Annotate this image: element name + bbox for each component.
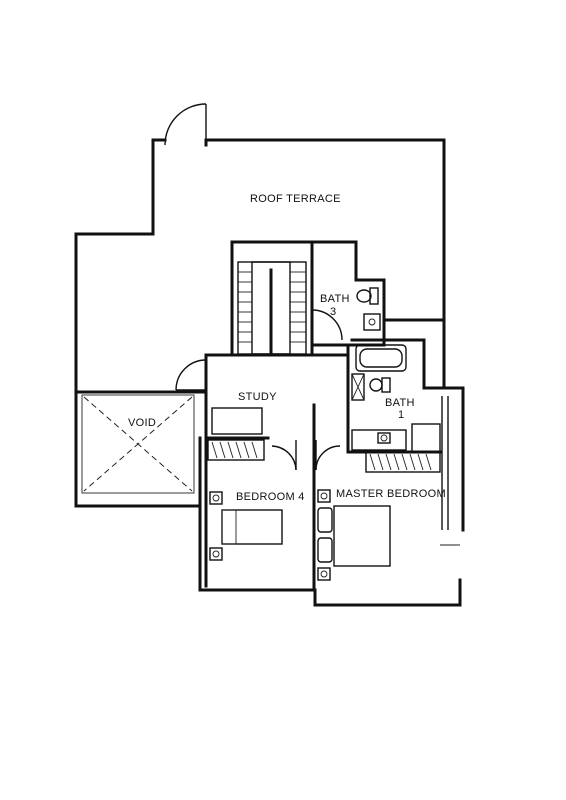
- bath3-number: 3: [330, 306, 336, 318]
- study-room: [175, 353, 350, 442]
- void-area: [74, 390, 208, 494]
- bath3-label: BATH: [320, 293, 350, 305]
- master-bedroom-room: [312, 396, 460, 592]
- bath1-room: [346, 338, 446, 454]
- master-bedroom-label: MASTER BEDROOM: [336, 488, 446, 500]
- bath1-number: 1: [398, 409, 404, 421]
- staircase: [230, 240, 314, 357]
- bath1-label: BATH: [385, 397, 415, 409]
- roof-terrace-label: ROOF TERRACE: [250, 193, 341, 205]
- bedroom4-label: BEDROOM 4: [236, 491, 305, 503]
- void-label: VOID: [128, 417, 156, 429]
- terrace-door: [164, 103, 207, 146]
- outer-walls: [74, 138, 465, 607]
- bedroom4-room: [204, 436, 297, 588]
- study-label: STUDY: [238, 391, 277, 403]
